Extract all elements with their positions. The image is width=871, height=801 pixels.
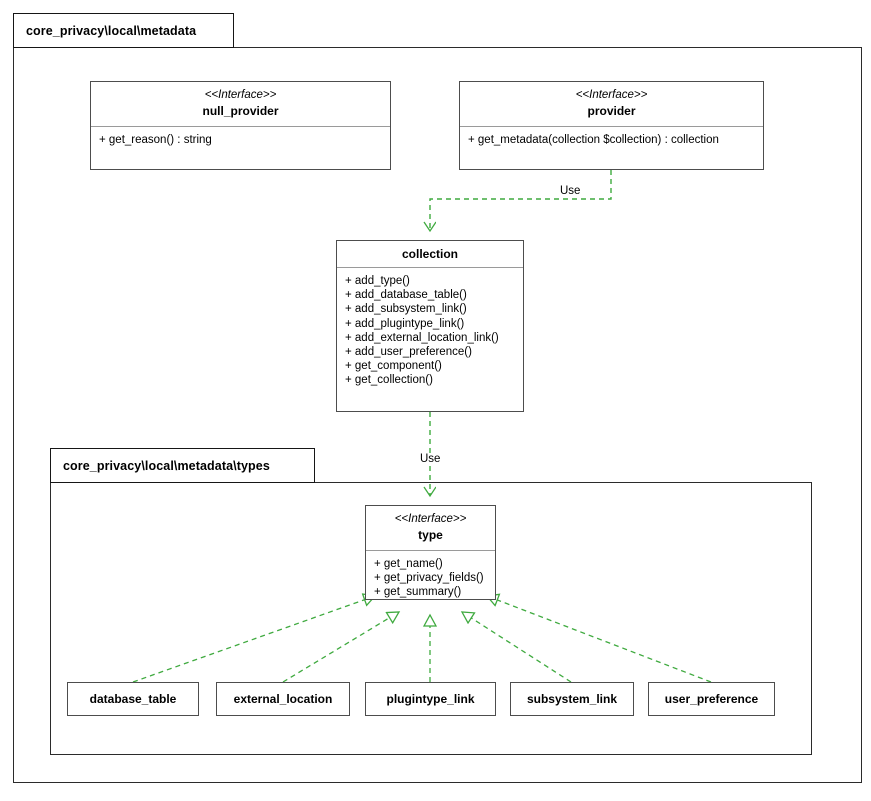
class-node-null-provider[interactable]: <<Interface>> null_provider + get_reason… <box>90 81 391 170</box>
class-header-collection: collection <box>337 241 523 268</box>
class-member: + get_reason() : string <box>99 134 212 146</box>
class-title-collection: collection <box>401 247 458 261</box>
class-member: + add_external_location_link() <box>345 331 499 344</box>
class-title-user-preference: user_preference <box>664 692 759 706</box>
class-member: + add_database_table() <box>345 289 467 302</box>
package-label-types: core_privacy\local\metadata\types <box>63 458 270 473</box>
class-member: + get_collection() <box>345 374 433 387</box>
class-member: + get_component() <box>345 360 442 373</box>
class-member: + get_name() <box>374 558 443 570</box>
class-member: + add_type() <box>345 275 410 287</box>
class-node-type[interactable]: <<Interface>> type + get_name() + get_pr… <box>365 505 496 600</box>
class-member: + add_subsystem_link() <box>345 303 467 316</box>
class-node-collection[interactable]: collection + add_type() + add_database_t… <box>336 240 524 412</box>
class-member: + get_privacy_fields() <box>374 572 484 585</box>
class-member: + add_plugintype_link() <box>345 317 465 330</box>
class-header-null-provider: <<Interface>> null_provider <box>91 82 390 127</box>
class-members-type: + get_name() + get_privacy_fields() + ge… <box>366 551 495 606</box>
class-header-provider: <<Interface>> provider <box>460 82 763 127</box>
class-node-user-preference[interactable]: user_preference <box>648 682 775 716</box>
edge-label-use-provider-collection: Use <box>558 185 583 197</box>
class-title-type: type <box>418 528 443 542</box>
class-members-provider: + get_metadata(collection $collection) :… <box>460 127 763 153</box>
stereotype-provider: <<Interface>> <box>575 89 648 101</box>
class-member: + get_summary() <box>374 586 462 599</box>
class-node-subsystem-link[interactable]: subsystem_link <box>510 682 634 716</box>
class-members-null-provider: + get_reason() : string <box>91 127 390 153</box>
class-member: + add_user_preference() <box>345 346 472 359</box>
class-header-type: <<Interface>> type <box>366 506 495 551</box>
package-label-metadata: core_privacy\local\metadata <box>26 23 197 38</box>
class-title-plugintype-link: plugintype_link <box>386 692 475 706</box>
class-title-external-location: external_location <box>233 692 333 706</box>
stereotype-type: <<Interface>> <box>394 513 467 525</box>
package-tab-metadata[interactable]: core_privacy\local\metadata <box>13 13 234 48</box>
class-title-provider: provider <box>587 104 636 118</box>
class-node-provider[interactable]: <<Interface>> provider + get_metadata(co… <box>459 81 764 170</box>
class-title-null-provider: null_provider <box>202 104 279 118</box>
edge-label-use-collection-type: Use <box>418 453 443 465</box>
class-member: + get_metadata(collection $collection) :… <box>468 134 719 146</box>
class-node-plugintype-link[interactable]: plugintype_link <box>365 682 496 716</box>
stereotype-null-provider: <<Interface>> <box>204 89 277 101</box>
class-title-subsystem-link: subsystem_link <box>526 692 618 706</box>
class-node-database-table[interactable]: database_table <box>67 682 199 716</box>
class-title-database-table: database_table <box>89 692 177 706</box>
package-tab-types[interactable]: core_privacy\local\metadata\types <box>50 448 315 483</box>
class-node-external-location[interactable]: external_location <box>216 682 350 716</box>
class-members-collection: + add_type() + add_database_table() + ad… <box>337 268 523 394</box>
